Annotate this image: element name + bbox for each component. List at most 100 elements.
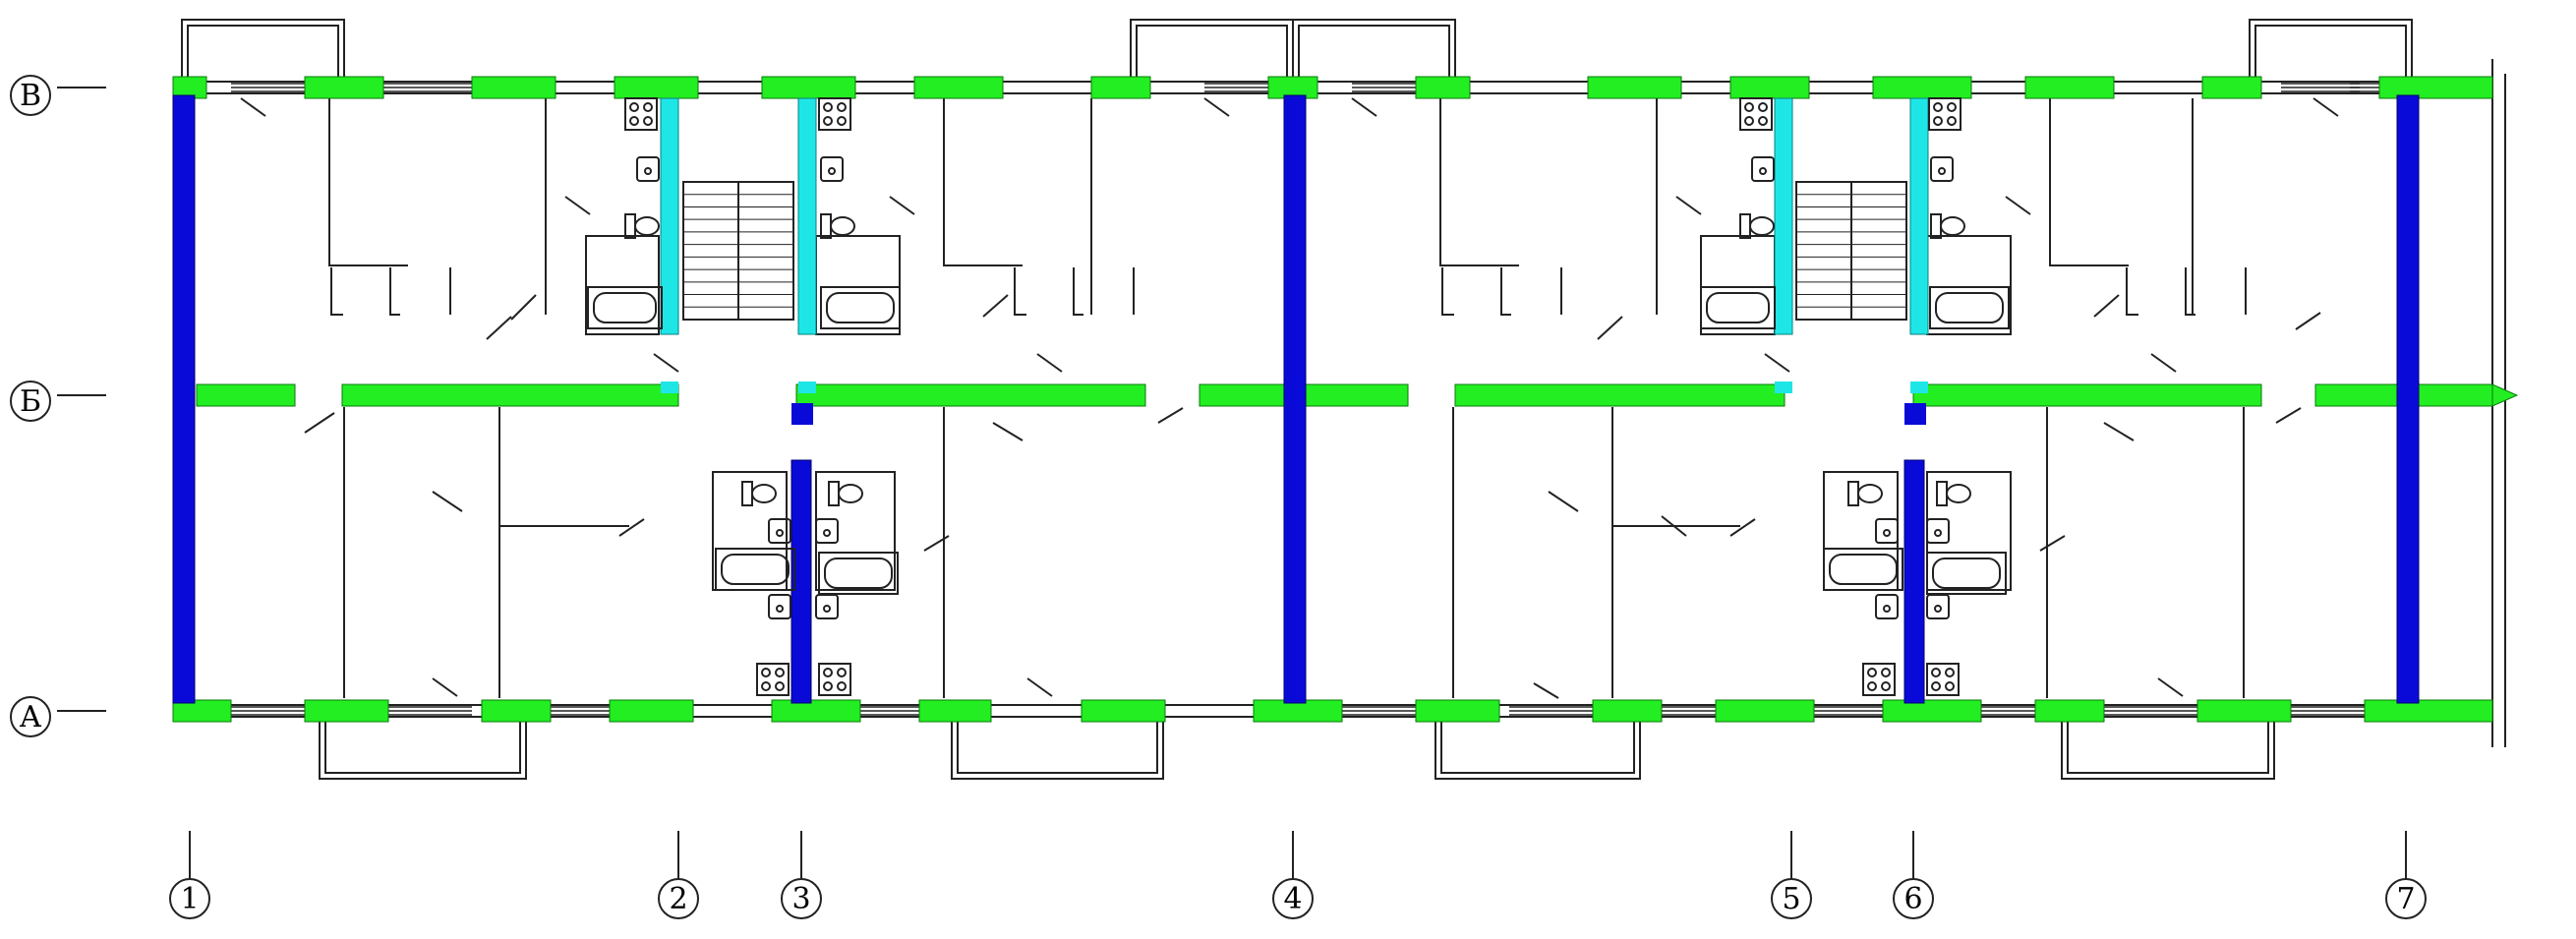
stove-burner [1744,102,1754,112]
cyan-column [1909,97,1929,335]
door-swing [432,491,463,512]
bathtub-inner [1932,558,2001,589]
door-swing [992,422,1024,441]
closet-wall [2126,267,2138,316]
cyan-column-cap [1910,381,1928,393]
bathtub-inner [1935,292,2004,323]
sink-drain [823,605,831,613]
door-swing [618,518,645,537]
door-swing [1026,677,1053,697]
sink-drain [1759,167,1767,175]
stove-burner [1931,668,1941,677]
sink-body [815,518,839,544]
stove-burner [837,116,847,126]
bathtub-body [818,552,899,595]
blue-column [2396,94,2420,704]
door-swing [2093,294,2120,318]
balcony-outline [1292,19,1456,80]
stove-icon [624,97,658,131]
door-swing [2157,677,2184,697]
green-wall-segment [918,699,992,723]
axis-col-6: 6 [1893,831,1934,919]
balcony-outline [2061,719,2275,780]
stove-icon [818,663,851,696]
partition-wall [1439,98,1519,266]
sink-drain [1938,167,1946,175]
door-swing [2150,353,2177,373]
sink-icon [1926,518,1950,544]
green-wall-segment [172,699,232,723]
closet-wall [1073,267,1083,316]
green-wall-segment [2034,699,2105,723]
sink-icon [820,156,844,182]
axis-col-7: 7 [2385,831,2427,919]
door-swing [923,535,950,552]
toilet-icon [1739,213,1775,239]
axis-label-v: В [20,79,41,113]
toilet-icon [1847,481,1883,506]
bathtub-body [587,286,663,329]
stove-burner [837,102,847,112]
toilet-icon [624,213,660,239]
toilet-bowl [1946,484,1971,503]
stove-burner [629,102,639,112]
door-swing [1597,316,1623,340]
green-wall-segment [2201,76,2262,99]
axis-row-a: А [10,696,106,737]
axis-label-7: 7 [2396,882,2415,916]
blue-column [790,459,812,704]
stove-burner [1867,681,1877,691]
door-swing [1661,515,1687,537]
stove-body [1926,663,1960,696]
bathtub-icon [587,286,663,329]
green-wall-segment [1912,383,2262,407]
door-swing [510,294,537,321]
sink-icon [768,518,791,544]
sink-drain [644,167,652,175]
axis-col-2: 2 [658,831,699,919]
door-swings [240,97,2339,699]
structural-columns [172,94,2420,704]
balcony-outline [2249,19,2413,80]
stove-burner [643,116,653,126]
sink-drain [1883,605,1891,613]
cyan-column-cap [1775,381,1792,393]
axis-label-1: 1 [180,882,199,916]
door-swing [486,316,512,340]
axis-label-b: Б [20,384,41,419]
green-wall-segment [1454,383,1786,407]
green-wall-tip [2491,383,2519,407]
bathtub-icon [1929,286,2010,329]
door-swing [1036,353,1063,373]
bathtub-icon [1700,286,1776,329]
door-swing [889,196,915,215]
green-wall-segment [481,699,552,723]
toilet-bowl [1749,216,1775,236]
door-swing [1157,407,1184,424]
cyan-column-cap [798,381,816,393]
green-wall-segment [609,699,694,723]
stove-burner [1881,668,1891,677]
door-swing [304,412,335,434]
axis-label-a: А [20,700,42,734]
sink-body [768,518,791,544]
stove-burner [837,668,847,677]
bathroom-wall [585,235,660,335]
green-wall-segment [614,76,699,99]
sink-body [636,156,660,182]
door-swing [2313,97,2339,117]
partition-wall [2049,98,2129,266]
sink-body [768,594,791,619]
stove-burner [1758,116,1768,126]
stove-burner [1867,668,1877,677]
sink-drain [823,529,831,537]
stove-body [1862,663,1896,696]
sink-icon [768,594,791,619]
green-wall-segment [471,76,556,99]
stove-body [818,663,851,696]
closet-wall [2185,267,2195,316]
green-wall-segment [304,76,384,99]
sink-drain [776,605,784,613]
closet-wall [1500,267,1511,316]
